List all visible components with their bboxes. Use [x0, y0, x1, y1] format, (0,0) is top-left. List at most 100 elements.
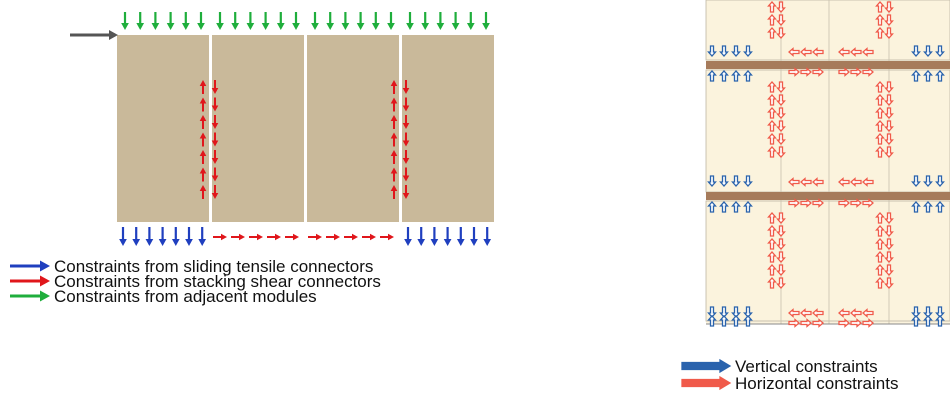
floor-beam: [706, 192, 950, 200]
arrow-head: [239, 233, 245, 241]
arrow-head: [390, 150, 398, 156]
arrow-head: [390, 115, 398, 121]
constraint-arrow: [875, 277, 885, 289]
constraint-arrow: [875, 120, 885, 132]
adjacent-module-constraint-arrow: [436, 12, 445, 30]
shear-connector-constraint-arrow: [390, 115, 398, 129]
constraint-arrow: [776, 212, 786, 224]
arrow-head: [216, 23, 224, 30]
arrow-head: [198, 239, 207, 246]
arrow-head: [417, 239, 426, 246]
arrow-head: [356, 23, 365, 30]
constraint-arrow: [719, 175, 729, 187]
shear-connector-constraint-arrow: [390, 80, 398, 94]
constraint-arrow: [923, 201, 933, 213]
shear-connector-constraint-arrow: [211, 80, 219, 94]
arrow-head: [211, 158, 219, 164]
constraint-arrow: [850, 177, 862, 187]
arrow-head: [483, 239, 492, 246]
tensile-connector-constraint-arrow: [443, 227, 452, 246]
arrow-head: [436, 23, 445, 30]
tensile-connector-constraint-arrow: [158, 227, 167, 246]
constraint-arrow: [800, 47, 812, 57]
constraint-arrow: [800, 177, 812, 187]
adjacent-module-constraint-arrow: [482, 12, 490, 30]
constraint-arrow: [719, 70, 729, 82]
constraint-arrow: [875, 107, 885, 119]
constraint-arrow: [875, 14, 885, 26]
adjacent-module-constraint-arrow: [136, 12, 145, 30]
arrow-head: [109, 30, 118, 40]
constraint-arrow: [884, 94, 894, 106]
arrow-head: [390, 97, 398, 104]
constraint-arrow: [850, 198, 862, 208]
constraint-arrow: [800, 198, 812, 208]
module-panel-4: [402, 35, 494, 222]
constraint-arrow: [884, 1, 894, 13]
arrow-head: [246, 23, 255, 30]
constraint-arrow: [719, 315, 729, 327]
constraint-arrow: [767, 1, 777, 13]
constraint-arrow: [812, 198, 824, 208]
constraint-arrow: [875, 133, 885, 145]
module-row-1: [705, 0, 950, 61]
shear-connector-constraint-arrow: [213, 233, 227, 241]
constraint-arrow: [719, 201, 729, 213]
arrow-head: [261, 23, 270, 30]
arrow-head: [402, 105, 410, 112]
arrow-head: [211, 105, 219, 112]
constraint-arrow: [884, 264, 894, 276]
arrow-head: [404, 239, 412, 246]
arrow-head: [185, 239, 193, 246]
constraint-arrow: [767, 146, 777, 158]
tensile-connector-constraint-arrow: [171, 227, 180, 246]
shear-connector-constraint-arrow: [211, 185, 219, 199]
arrow-head: [136, 23, 145, 30]
arrow-head: [181, 23, 190, 30]
arrow-head: [145, 239, 154, 246]
constraint-arrow: [788, 198, 800, 208]
constraint-arrow: [707, 70, 717, 82]
adjacent-module-constraint-arrow: [261, 12, 270, 30]
arrow-head: [199, 185, 207, 191]
arrow-head: [211, 193, 219, 199]
constraint-arrow: [911, 201, 921, 213]
tensile-connector-constraint-arrow: [483, 227, 492, 246]
constraint-arrow: [767, 120, 777, 132]
constraint-arrow: [767, 14, 777, 26]
shear-connector-constraint-arrow: [402, 185, 410, 199]
constraint-arrow: [707, 45, 717, 57]
constraint-arrow: [776, 120, 786, 132]
arrow-head: [40, 290, 50, 302]
shear-connector-constraint-arrow: [390, 167, 398, 182]
constraint-arrow: [838, 198, 850, 208]
shear-connector-constraint-arrow: [402, 132, 410, 147]
constraint-arrow: [707, 175, 717, 187]
constraint-arrow: [788, 67, 800, 77]
constraint-arrow: [776, 238, 786, 250]
adjacent-module-constraint-arrow: [292, 12, 300, 30]
arrow-head: [370, 233, 376, 241]
shear-connector-constraint-arrow: [211, 150, 219, 164]
constraint-arrow: [923, 306, 933, 318]
shear-connector-constraint-arrow: [211, 115, 219, 129]
arrow-head: [211, 175, 219, 182]
constraint-arrow: [743, 201, 753, 213]
constraint-arrow: [776, 107, 786, 119]
constraint-arrow: [838, 47, 850, 57]
legend-label: Vertical constraints: [735, 357, 878, 376]
legend-label: Constraints from stacking shear connecto…: [54, 272, 381, 291]
constraint-arrow: [767, 81, 777, 93]
constraint-arrow: [911, 45, 921, 57]
constraint-arrow: [884, 120, 894, 132]
tensile-connector-constraint-arrow: [456, 227, 465, 246]
adjacent-module-constraint-arrow: [181, 12, 190, 30]
arrow-head: [430, 239, 439, 246]
module-panel-1: [117, 35, 209, 222]
arrow-head: [311, 23, 319, 30]
constraint-arrow: [776, 146, 786, 158]
adjacent-module-constraint-arrow: [216, 12, 224, 30]
legend-arrow: [10, 275, 50, 287]
legend-label: Constraints from sliding tensile connect…: [54, 257, 373, 276]
arrow-head: [390, 80, 398, 86]
